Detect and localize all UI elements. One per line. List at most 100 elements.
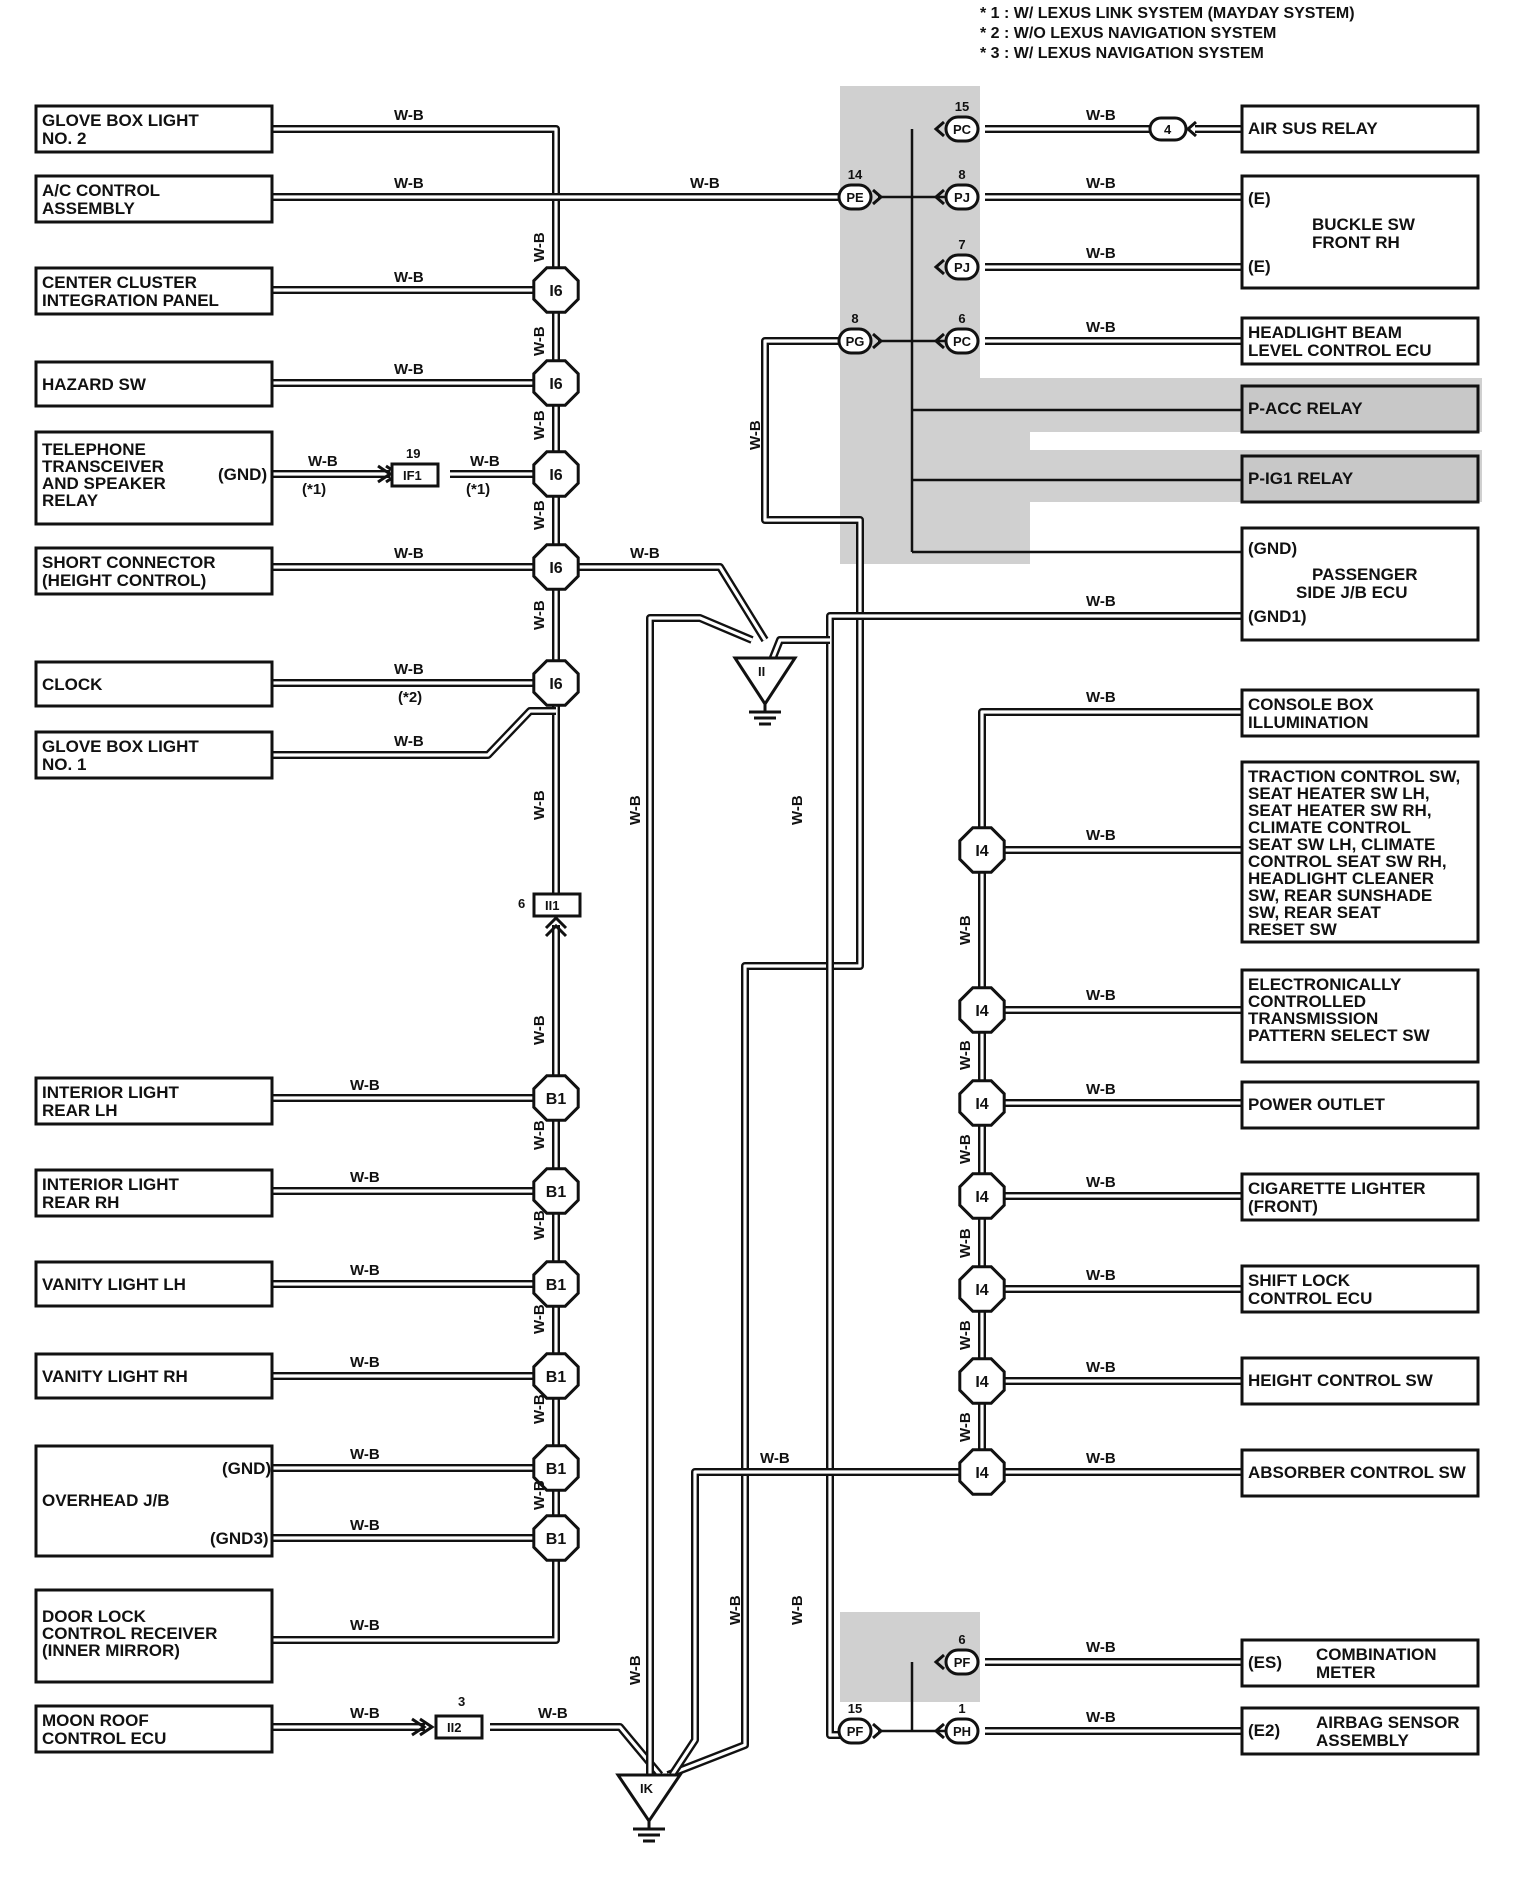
- wire-color-label: W-B: [470, 453, 500, 470]
- junction-i4-6: I4: [958, 1357, 1006, 1405]
- junction-i4-4: I4: [958, 1172, 1006, 1220]
- wire-color-label: W-B: [531, 1120, 548, 1150]
- junction-i6-1-label: I6: [549, 283, 562, 300]
- power-outlet: POWER OUTLET: [1240, 1080, 1480, 1130]
- svg-text:TRACTION CONTROL SW,: TRACTION CONTROL SW,: [1248, 767, 1460, 786]
- junction-b1-1: B1: [532, 1074, 580, 1122]
- connector-ii2: 3 II2: [411, 1694, 484, 1740]
- wire-color-label: W-B: [1086, 689, 1116, 706]
- svg-text:(GND): (GND): [1248, 539, 1297, 558]
- wire-color-label: W-B: [760, 1450, 790, 1467]
- short-connector-height: SHORT CONNECTOR (HEIGHT CONTROL): [34, 546, 274, 596]
- cigarette-lighter: CIGARETTE LIGHTER (FRONT): [1240, 1172, 1480, 1222]
- connector-pg-8-label: PG: [846, 334, 865, 349]
- wire-color-label: W-B: [531, 1304, 548, 1334]
- svg-text:RESET SW: RESET SW: [1248, 920, 1338, 939]
- wire-color-label: W-B: [690, 175, 720, 192]
- junction-i4-5: I4: [958, 1265, 1006, 1313]
- svg-text:II1: II1: [545, 898, 559, 913]
- svg-text:P-ACC RELAY: P-ACC RELAY: [1248, 399, 1363, 418]
- connector-pe-14-label: PE: [846, 190, 864, 205]
- svg-text:PASSENGER: PASSENGER: [1312, 565, 1418, 584]
- wire-color-label: W-B: [538, 1705, 568, 1722]
- wire-color-label: W-B: [531, 1210, 548, 1240]
- svg-text:POWER OUTLET: POWER OUTLET: [1248, 1095, 1386, 1114]
- wire-color-label: W-B: [350, 1262, 380, 1279]
- glove-box-light-no2: GLOVE BOX LIGHT NO. 2: [34, 104, 274, 154]
- airbag-sensor-assembly: (E2) AIRBAG SENSOR ASSEMBLY: [1240, 1706, 1480, 1756]
- wire-color-label: W-B: [394, 175, 424, 192]
- wire-color-label: W-B: [627, 795, 644, 825]
- svg-text:TRANSMISSION: TRANSMISSION: [1248, 1009, 1378, 1028]
- svg-text:SEAT SW LH, CLIMATE: SEAT SW LH, CLIMATE: [1248, 835, 1435, 854]
- wire-color-label: W-B: [531, 1480, 548, 1510]
- wire-color-label: W-B: [531, 410, 548, 440]
- junction-b1-2-label: B1: [546, 1184, 567, 1201]
- svg-text:ABSORBER CONTROL SW: ABSORBER CONTROL SW: [1248, 1463, 1467, 1482]
- connector-pj-8: PJ8: [933, 167, 980, 211]
- p-ig1-relay: P-IG1 RELAY: [1240, 454, 1480, 504]
- svg-text:19: 19: [406, 446, 420, 461]
- svg-text:NO. 1: NO. 1: [42, 755, 86, 774]
- svg-text:P-IG1 RELAY: P-IG1 RELAY: [1248, 469, 1354, 488]
- interior-light-rear-lh: INTERIOR LIGHT REAR LH: [34, 1076, 274, 1126]
- svg-text:BUCKLE SW: BUCKLE SW: [1312, 215, 1416, 234]
- svg-text:ELECTRONICALLY: ELECTRONICALLY: [1248, 975, 1402, 994]
- wire-color-label: W-B: [1086, 1174, 1116, 1191]
- svg-text:VANITY LIGHT RH: VANITY LIGHT RH: [42, 1367, 188, 1386]
- junction-b1-6-label: B1: [546, 1531, 567, 1548]
- connector-pj-7-pin: 7: [958, 237, 965, 252]
- vanity-light-rh: VANITY LIGHT RH: [34, 1352, 274, 1400]
- ground-ii: II: [732, 656, 798, 726]
- svg-text:FRONT RH: FRONT RH: [1312, 233, 1400, 252]
- svg-text:SW, REAR SUNSHADE: SW, REAR SUNSHADE: [1248, 886, 1432, 905]
- wire-color-labels: W-B W-B W-B W-B W-B W-B W-B W-B W-B W-B W-B W-B W-B W…: [308, 107, 1116, 1726]
- connector-if1: 19 IF1: [377, 446, 440, 488]
- svg-text:AND SPEAKER: AND SPEAKER: [42, 474, 166, 493]
- wire-color-label: W-B: [1086, 245, 1116, 262]
- glove-box-light-no1: GLOVE BOX LIGHT NO. 1: [34, 730, 274, 780]
- svg-text:(FRONT): (FRONT): [1248, 1197, 1318, 1216]
- height-control-sw: HEIGHT CONTROL SW: [1240, 1356, 1480, 1406]
- right-components: AIR SUS RELAY (E) (E) BUCKLE SW FRONT RH…: [1240, 104, 1480, 1756]
- svg-text:CLOCK: CLOCK: [42, 675, 103, 694]
- console-box-illumination: CONSOLE BOX ILLUMINATION: [1240, 688, 1480, 738]
- svg-text:HEADLIGHT CLEANER: HEADLIGHT CLEANER: [1248, 869, 1434, 888]
- wire-color-label: W-B: [1086, 1081, 1116, 1098]
- svg-text:HAZARD SW: HAZARD SW: [42, 375, 147, 394]
- svg-text:CONTROLLED: CONTROLLED: [1248, 992, 1366, 1011]
- wire-color-label: W-B: [350, 1077, 380, 1094]
- svg-text:CONSOLE BOX: CONSOLE BOX: [1248, 695, 1374, 714]
- svg-text:SEAT HEATER SW RH,: SEAT HEATER SW RH,: [1248, 801, 1432, 820]
- overhead-jb: OVERHEAD J/B (GND) (GND3): [34, 1444, 274, 1558]
- wire-color-label: W-B: [789, 1595, 806, 1625]
- svg-text:(INNER MIRROR): (INNER MIRROR): [42, 1641, 180, 1660]
- junction-i6-4: I6: [532, 543, 580, 591]
- wire-color-label: W-B: [957, 1320, 974, 1350]
- junction-i4-3-label: I4: [975, 1096, 988, 1113]
- wire-color-label: W-B: [350, 1517, 380, 1534]
- svg-text:REAR LH: REAR LH: [42, 1101, 118, 1120]
- wire-color-label: W-B: [957, 1412, 974, 1442]
- svg-text:SIDE J/B ECU: SIDE J/B ECU: [1296, 583, 1407, 602]
- junction-i6-3: I6: [532, 450, 580, 498]
- wire-color-label: W-B: [531, 790, 548, 820]
- note-1: * 1 : W/ LEXUS LINK SYSTEM (MAYDAY SYSTE…: [980, 5, 1355, 22]
- option-notes: * 1 : W/ LEXUS LINK SYSTEM (MAYDAY SYSTE…: [980, 5, 1355, 62]
- wire-color-label: W-B: [1086, 319, 1116, 336]
- svg-text:CONTROL ECU: CONTROL ECU: [42, 1729, 166, 1748]
- svg-text:INTERIOR LIGHT: INTERIOR LIGHT: [42, 1175, 180, 1194]
- svg-text:RELAY: RELAY: [42, 491, 99, 510]
- connector-ph-1: PH1: [933, 1701, 980, 1745]
- svg-text:CONTROL SEAT SW RH,: CONTROL SEAT SW RH,: [1248, 852, 1447, 871]
- connector-pe-14-pin: 14: [848, 167, 863, 182]
- svg-text:CLIMATE CONTROL: CLIMATE CONTROL: [1248, 818, 1411, 837]
- svg-text:(*1): (*1): [302, 481, 326, 498]
- wire-color-label: W-B: [1086, 1639, 1116, 1656]
- junction-b1-4-label: B1: [546, 1369, 567, 1386]
- svg-text:SEAT HEATER SW LH,: SEAT HEATER SW LH,: [1248, 784, 1430, 803]
- junction-b1-5-label: B1: [546, 1461, 567, 1478]
- svg-text:CONTROL ECU: CONTROL ECU: [1248, 1289, 1372, 1308]
